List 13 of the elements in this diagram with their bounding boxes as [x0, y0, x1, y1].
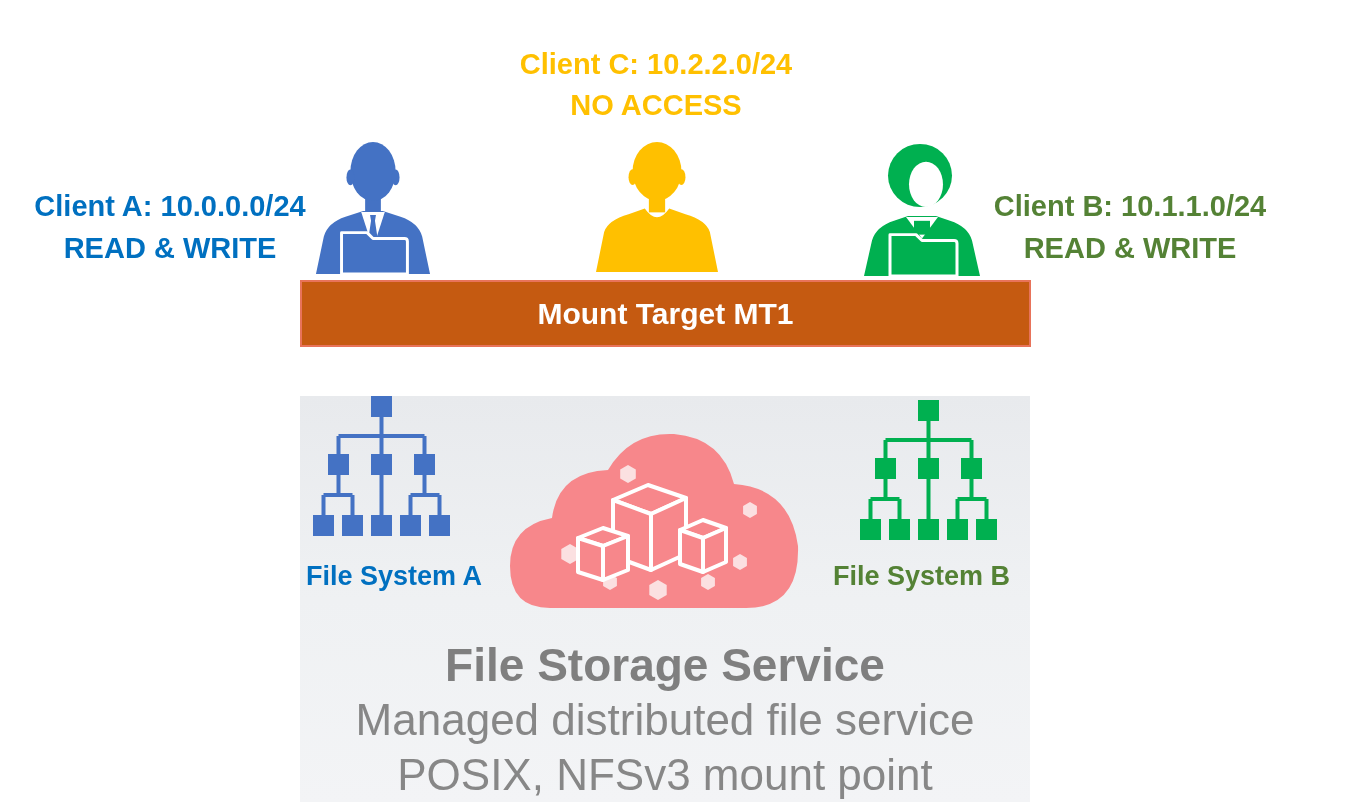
service-description: Managed distributed file service — [355, 695, 975, 746]
access-level-label: READ & WRITE — [63, 232, 277, 266]
file-system-label: File System A — [306, 561, 483, 593]
file-system-label: File System B — [833, 561, 1011, 593]
access-level-label: READ & WRITE — [1023, 232, 1237, 266]
client-subnet-label: Client A: 10.0.0.0/24 — [34, 190, 306, 224]
service-title: File Storage Service — [445, 639, 885, 692]
mount-target-bar: Mount Target MT1 — [300, 280, 1031, 347]
service-panel — [300, 396, 1030, 802]
access-level-label: NO ACCESS — [570, 89, 742, 123]
client-subnet-label: Client C: 10.2.2.0/24 — [519, 48, 793, 82]
client-subnet-label: Client B: 10.1.1.0/24 — [993, 190, 1267, 224]
service-description: POSIX, NFSv3 mount point — [397, 750, 933, 801]
